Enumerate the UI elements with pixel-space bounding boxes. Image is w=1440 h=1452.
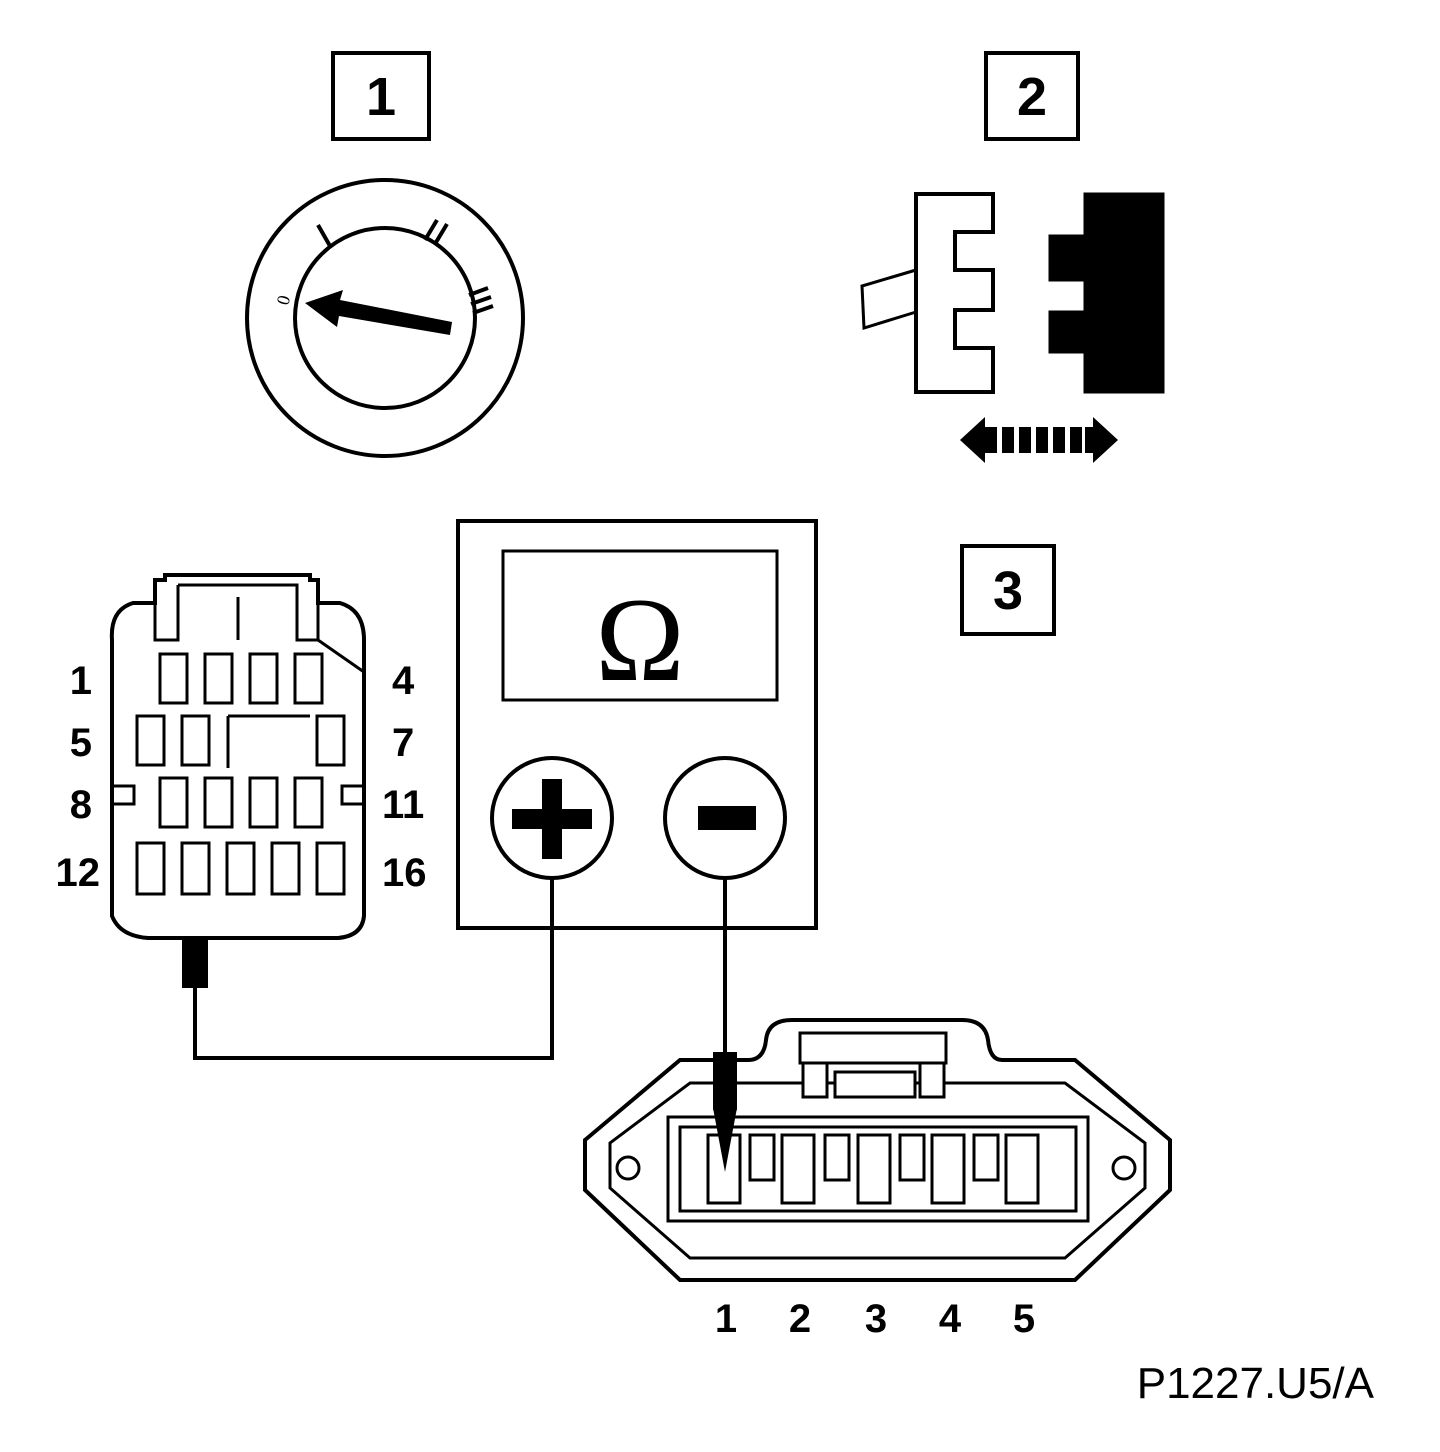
mount-hole-left	[615, 1155, 641, 1181]
negative-probe-tip	[713, 1052, 737, 1172]
step-3-box: 3	[960, 544, 1056, 636]
cable-stub	[860, 268, 917, 331]
positive-terminal	[490, 756, 614, 880]
pin5-label-3: 3	[865, 1297, 887, 1341]
switch-pointer-arrow	[305, 290, 452, 335]
disconnect-double-arrow-icon	[960, 417, 1118, 463]
pin-16	[315, 841, 346, 896]
pin-2	[203, 652, 234, 705]
step-2-box: 2	[984, 51, 1080, 141]
pin-1	[158, 652, 189, 705]
pin5-3	[856, 1133, 892, 1205]
connector-5pin-latch	[798, 1031, 948, 1065]
pin-12	[135, 841, 166, 896]
pin-11	[293, 776, 324, 829]
connector-plug-half	[914, 192, 995, 394]
row-label-right-4: 16	[382, 851, 427, 895]
pin-15	[270, 841, 301, 896]
switch-position-2-mark	[423, 218, 449, 246]
pin5-2	[780, 1133, 816, 1205]
pin-13	[180, 841, 211, 896]
pin-3	[248, 652, 279, 705]
pin-4	[293, 652, 324, 705]
pin-10	[248, 776, 279, 829]
pin5-label-5: 5	[1013, 1297, 1035, 1341]
step-1-box: 1	[331, 51, 431, 141]
pin-9	[203, 776, 234, 829]
row-label-left-3: 8	[70, 783, 92, 827]
figure-reference-code: P1227.U5/A	[1137, 1359, 1375, 1408]
plus-icon-v	[542, 779, 562, 859]
switch-position-3-mark	[468, 286, 494, 315]
ohmmeter-display	[501, 549, 779, 702]
pin5-label-4: 4	[939, 1297, 962, 1341]
connector-5pin: 1 2 3 4 5	[583, 1018, 1172, 1341]
rotary-switch: 0	[245, 178, 525, 458]
step-1-label: 1	[366, 67, 396, 127]
positive-lead-wire	[193, 878, 554, 1060]
connector-halves-illustration	[860, 192, 1165, 463]
pin-14	[225, 841, 256, 896]
pin-5	[135, 714, 166, 767]
pin5-label-1: 1	[715, 1297, 737, 1341]
row-label-right-3: 11	[382, 783, 424, 827]
minus-icon	[698, 806, 756, 830]
connector-16pin: 1 5 8 12 4 7 11 16	[56, 573, 427, 940]
mount-hole-right	[1111, 1155, 1137, 1181]
negative-terminal	[663, 756, 787, 880]
pin5-label-2: 2	[789, 1297, 811, 1341]
step-3-label: 3	[993, 561, 1023, 621]
pin5-5	[1004, 1133, 1040, 1205]
pin-8	[158, 776, 189, 829]
row-label-right-2: 7	[392, 721, 414, 765]
switch-position-1-mark	[316, 224, 332, 247]
row-label-left-4: 12	[56, 851, 101, 895]
ohmmeter: Ω	[456, 519, 818, 930]
step-2-label: 2	[1017, 67, 1047, 127]
row-label-left-2: 5	[70, 721, 92, 765]
row-label-left-1: 1	[70, 659, 92, 703]
pin-7	[315, 714, 346, 767]
pin-6	[180, 714, 211, 767]
row-label-right-1: 4	[392, 659, 415, 703]
ohm-symbol: Ω	[595, 573, 684, 706]
pin5-4	[930, 1133, 966, 1205]
connector-socket-half	[1048, 192, 1165, 394]
